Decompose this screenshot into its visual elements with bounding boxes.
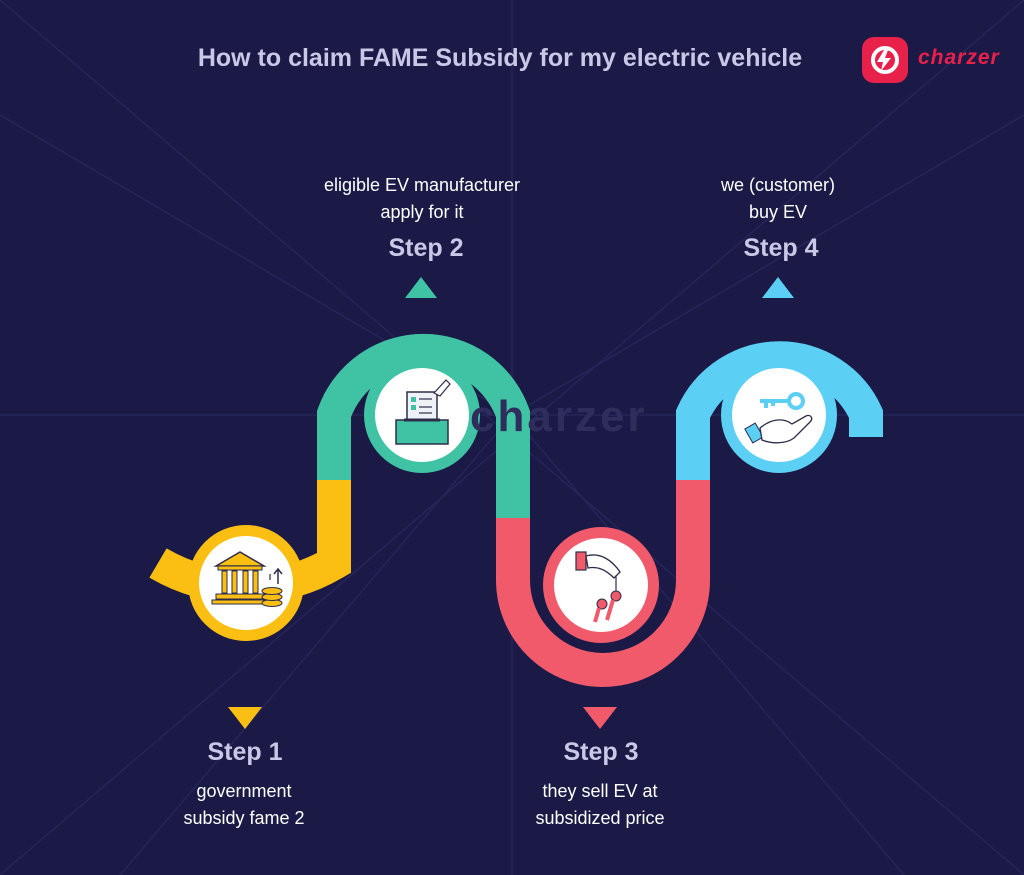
arrow-down-step-3 (583, 707, 617, 729)
page-title: How to claim FAME Subsidy for my electri… (197, 44, 803, 72)
arrow-down-step-1 (228, 707, 262, 729)
arrow-up-step-4 (762, 277, 794, 298)
path-segment-step-2 (317, 333, 530, 518)
step-4-description: we (customer) buy EV (638, 172, 918, 226)
hand-key-icon (721, 357, 837, 473)
step-1-description: government subsidy fame 2 (104, 778, 384, 832)
step-1-desc-line: subsidy fame 2 (183, 808, 305, 828)
step-2-label: Step 2 (388, 234, 464, 262)
hand-keys-icon (543, 527, 659, 643)
watermark-text: charzer (470, 392, 648, 441)
step-1-label: Step 1 (207, 738, 283, 766)
step-3-description: they sell EV at subsidized price (460, 778, 740, 832)
step-4-label: Step 4 (743, 234, 819, 262)
step-4-desc-line: we (customer) (720, 175, 836, 195)
brand-logo: charzer (862, 37, 1012, 83)
step-1-desc-line: government (196, 781, 292, 801)
step-3-desc-line: they sell EV at (542, 781, 658, 801)
step-2-desc-line: eligible EV manufacturer (323, 175, 521, 195)
step-3-desc-line: subsidized price (535, 808, 665, 828)
logo-badge-icon (862, 37, 908, 83)
step-2-description: eligible EV manufacturer apply for it (282, 172, 562, 226)
ballot-box-icon (364, 357, 480, 473)
arrow-up-step-2 (405, 277, 437, 298)
bank-icon (188, 525, 304, 641)
brand-name: charzer (918, 46, 1000, 69)
step-3-label: Step 3 (563, 738, 639, 766)
path-segment-step-3 (496, 480, 710, 687)
step-2-desc-line: apply for it (380, 202, 464, 222)
step-4-desc-line: buy EV (748, 202, 808, 222)
